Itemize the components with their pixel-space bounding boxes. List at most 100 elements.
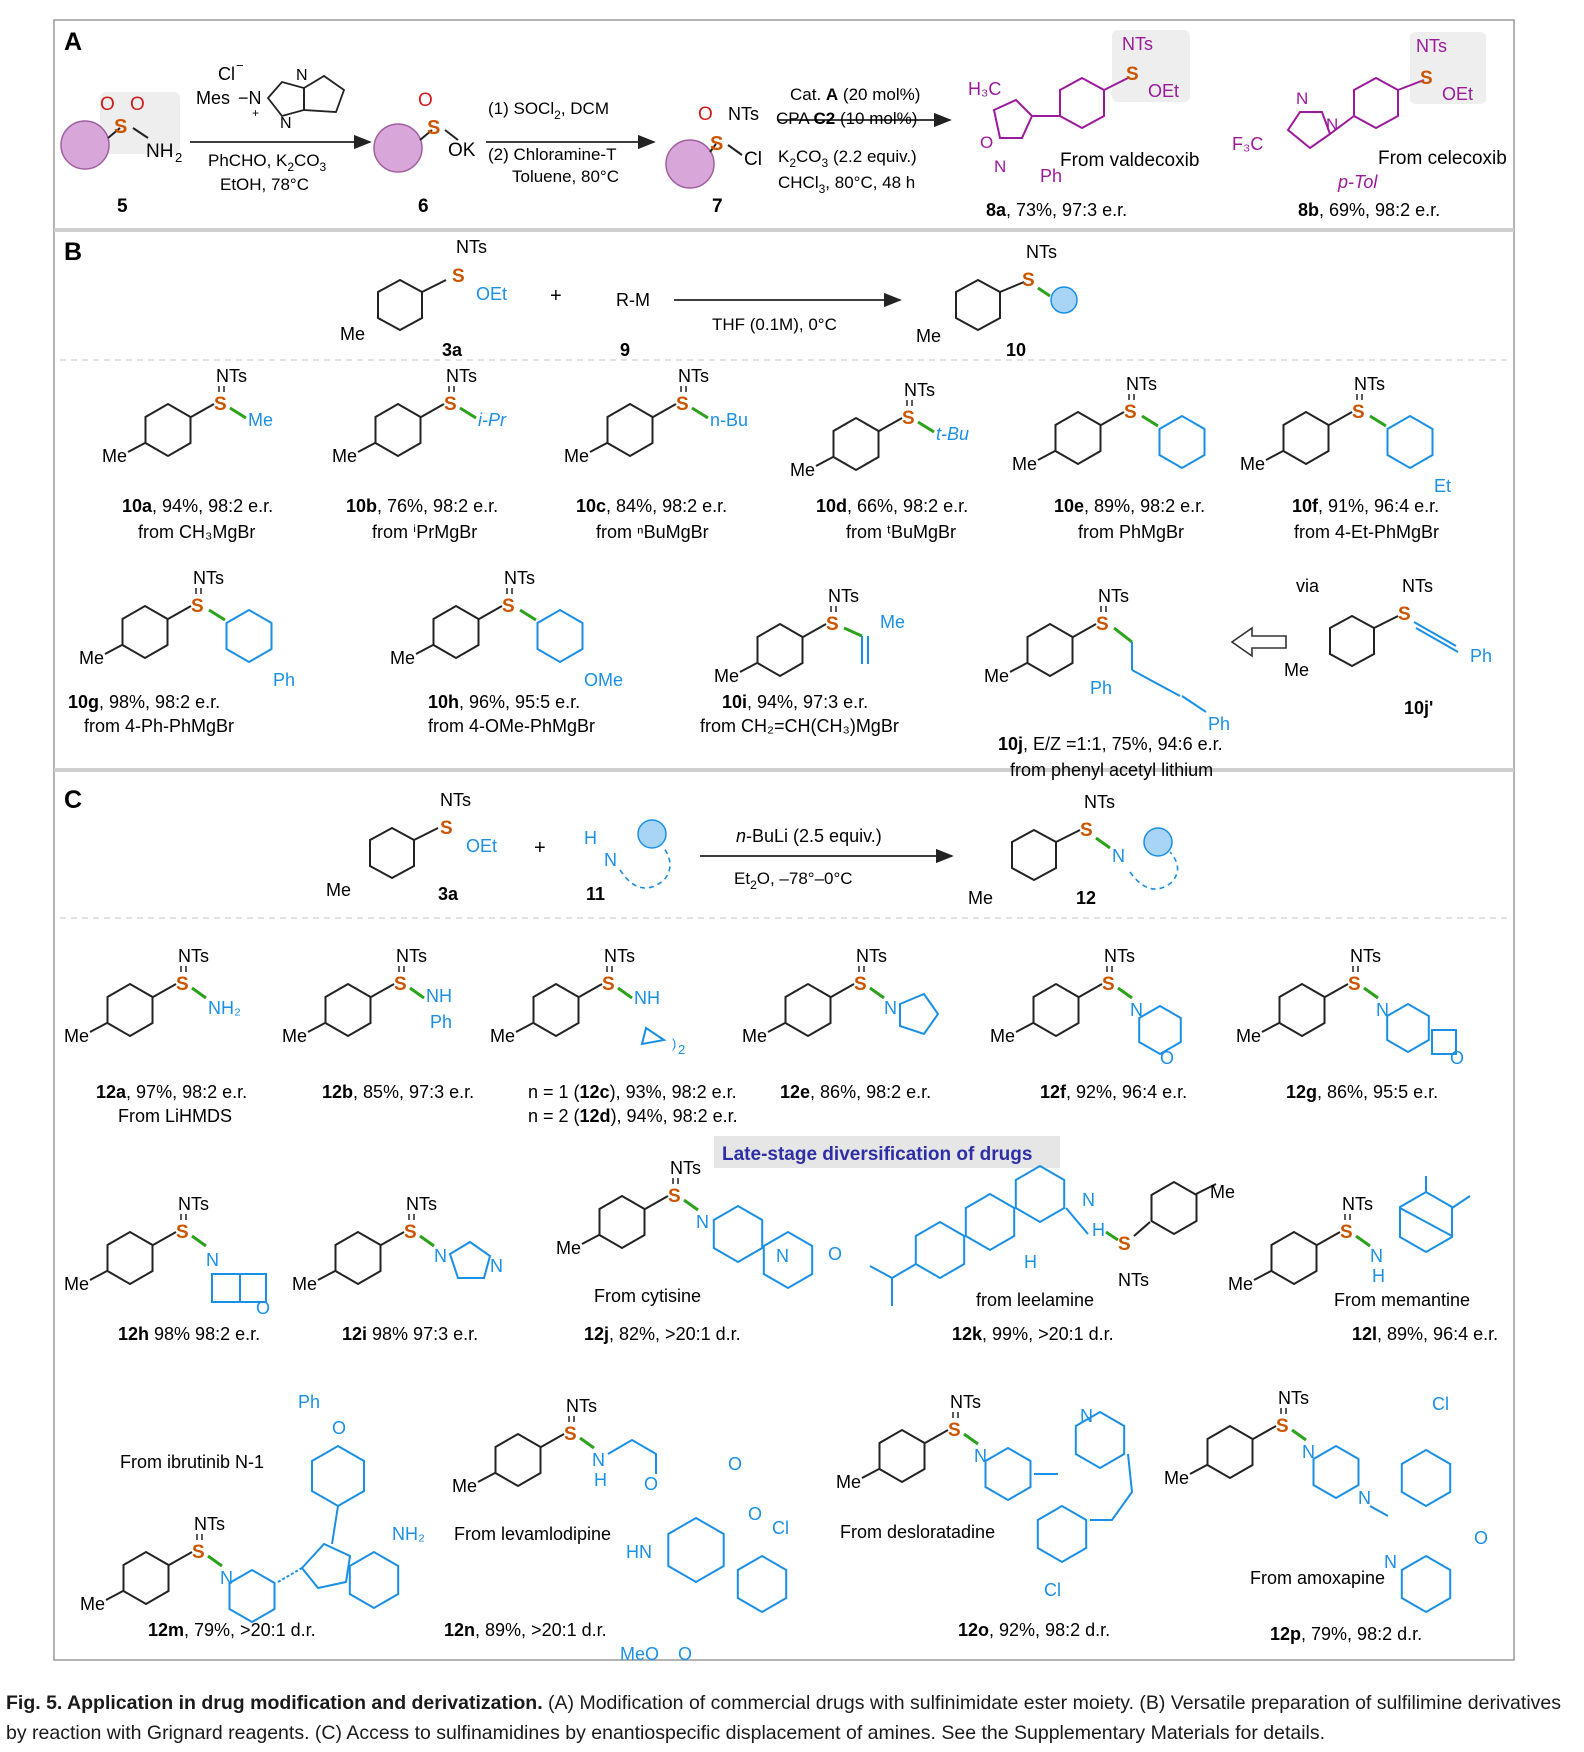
yield-caption-12j: 12j, 82%, >20:1 d.r. [584, 1324, 741, 1344]
sulfur-label: S [214, 394, 227, 415]
methyl-label: Me [452, 1476, 477, 1496]
aryl-ring [1158, 414, 1206, 470]
source-caption: From amoxapine [1250, 1568, 1385, 1588]
cytisine-ring [712, 1204, 764, 1264]
tolyl-ring [374, 402, 422, 458]
azetidine-ring [211, 1273, 241, 1303]
svg-text:N: N [280, 115, 292, 132]
svg-text:S: S [440, 818, 453, 839]
yield-caption-10f: 10f, 91%, 96:4 e.r. [1292, 496, 1439, 516]
sulfinimidate-highlight [1410, 32, 1486, 104]
oxygen-label: O [728, 1454, 742, 1474]
panel-c-scheme: S NTs OEt Me 3a + H N 11 n-BuLi (2.5 equ… [326, 790, 1179, 908]
chloro-label: Cl [1432, 1394, 1449, 1414]
tolyl-ring [1206, 1424, 1254, 1480]
tolyl-ring [1026, 622, 1074, 678]
figure-canvas: A B C S O O NH 2 5 Cl − Mes −N + N N PhC… [53, 19, 1515, 1664]
n-label: N [1130, 1000, 1143, 1020]
aryl-ring [536, 608, 584, 664]
source-caption: From desloratadine [840, 1522, 995, 1542]
nts-label: NTs [1354, 374, 1385, 394]
methyl-label: Me [79, 648, 104, 668]
methyl-label: Me [1236, 1026, 1261, 1046]
late-stage-title: Late-stage diversification of drugs [722, 1144, 1032, 1165]
dihydropyridine-ring [667, 1516, 725, 1584]
compound-10-label: 10 [1006, 340, 1026, 360]
chlorophenyl-ring [1036, 1504, 1088, 1564]
step2-line2: (2) Chloramine-T [488, 145, 616, 164]
from-valdecoxib: From valdecoxib [1060, 150, 1199, 171]
figure-frame [53, 19, 1515, 1661]
yield-caption-10d: 10d, 66%, 98:2 e.r. [816, 496, 968, 516]
o-label: O [1160, 1048, 1174, 1068]
nts-label: NTs [1342, 1194, 1373, 1214]
n-label: N [1080, 1406, 1093, 1426]
phenyl-ring [311, 1444, 365, 1508]
n-label: N [696, 1212, 709, 1232]
yield-caption-10i: 10i, 94%, 97:3 e.r. [722, 692, 868, 712]
aryl-ring [1386, 414, 1434, 470]
source-caption: From memantine [1334, 1290, 1470, 1310]
n-label: N [490, 1256, 503, 1276]
compound-5-label: 5 [117, 196, 128, 217]
sulfur-label: S [176, 1222, 189, 1243]
sulfur-label: S [191, 596, 204, 617]
substituent-label: Ph [1208, 714, 1230, 734]
tolyl-ring [832, 416, 880, 472]
n-label: N [776, 1246, 789, 1266]
yield-caption-12a: 12a, 97%, 98:2 e.r. [96, 1082, 247, 1102]
compound-11-label: 11 [586, 884, 605, 904]
step1-line1: PhCHO, K2CO3 [208, 151, 327, 174]
tolyl-ring [784, 982, 832, 1038]
amine-label: NH [634, 988, 660, 1008]
chloro-label: Cl [772, 1518, 789, 1538]
h-label: H [1372, 1266, 1385, 1286]
svg-text:N: N [604, 850, 617, 870]
piperidine-ring [1386, 1002, 1430, 1054]
condition-c1: n-BuLi (2.5 equiv.) [736, 826, 882, 846]
svg-text:NTs: NTs [440, 790, 471, 810]
svg-text:H₃C: H₃C [968, 79, 1001, 99]
compound-10jp-label: 10j' [1404, 698, 1433, 718]
yield-caption-12i: 12i 98% 97:3 e.r. [342, 1324, 478, 1344]
methyl-label: Me [984, 666, 1009, 686]
substituent-label: Me [880, 612, 905, 632]
compound-3a-label-c: 3a [438, 884, 459, 904]
compound-12-label: 12 [1076, 888, 1096, 908]
svg-text:O: O [418, 90, 433, 111]
sulfur-label: S [176, 974, 189, 995]
svg-text:Cl: Cl [744, 149, 762, 170]
source-caption: from 4-Ph-PhMgBr [84, 716, 234, 736]
phenyl-label: Ph [298, 1392, 320, 1412]
sulfur-label: S [676, 394, 689, 415]
pyridone-ring [762, 1230, 814, 1290]
nts-label: NTs [1098, 586, 1129, 606]
yield-caption-12p: 12p, 79%, 98:2 d.r. [1270, 1624, 1422, 1644]
svg-text:Cl: Cl [218, 64, 235, 84]
step1-line2: EtOH, 78°C [220, 175, 309, 194]
amine-label: NH₂ [392, 1524, 425, 1544]
yield-caption-12b: 12b, 85%, 97:3 e.r. [322, 1082, 474, 1102]
svg-text:NTs: NTs [456, 237, 487, 257]
isoxazole-ring [992, 98, 1034, 139]
svg-text:Ph: Ph [1470, 646, 1492, 666]
nts-label: NTs [950, 1392, 981, 1412]
ester-label: MeO [620, 1644, 659, 1664]
svg-text:OEt: OEt [1148, 81, 1179, 101]
sulfur-label: S [1124, 402, 1137, 423]
panel-label-b: B [64, 238, 82, 266]
sulfur-label: S [602, 974, 615, 995]
product-8a-caption: 8a, 73%, 97:3 e.r. [986, 200, 1127, 220]
tolyl-ring [1150, 1180, 1198, 1236]
panel-a-scheme: S O O NH 2 5 Cl − Mes −N + N N PhCHO, K2… [60, 30, 1507, 220]
nts-label: NTs [178, 1194, 209, 1214]
